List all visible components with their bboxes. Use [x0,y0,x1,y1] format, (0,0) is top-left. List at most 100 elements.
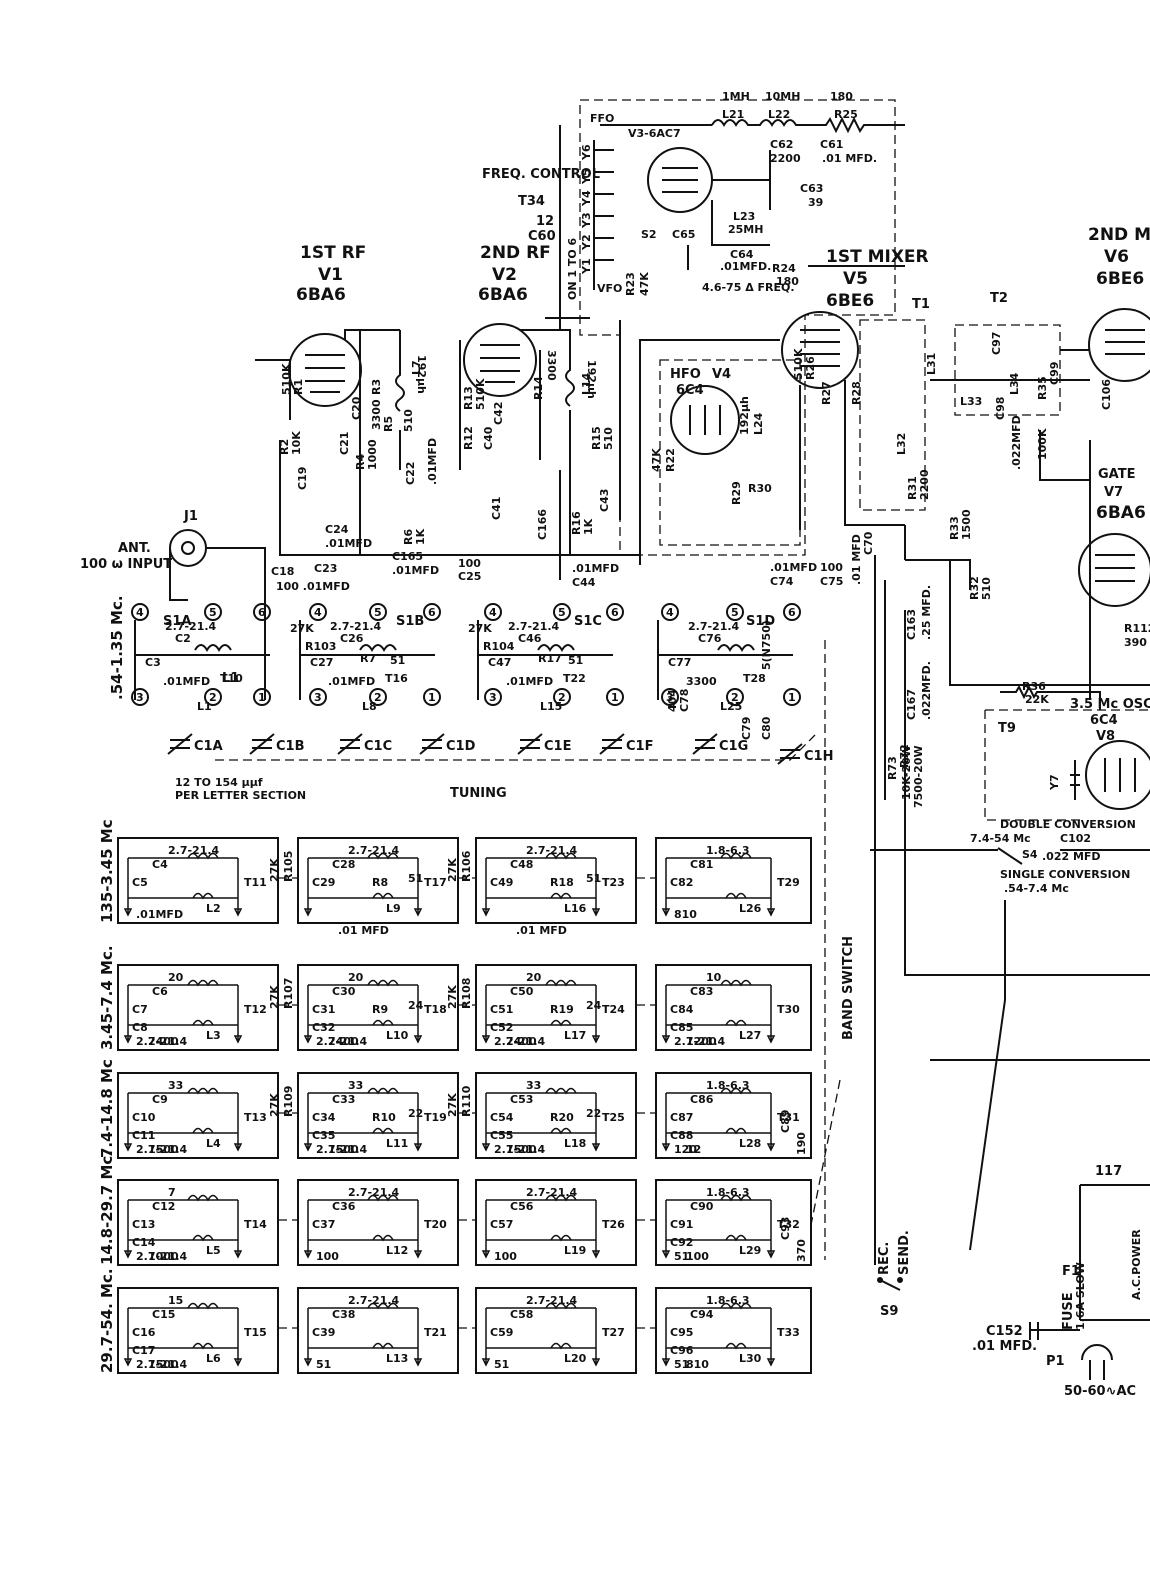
band-transformer-ref: T23 [602,876,625,889]
c167-value: .022MFD. [920,661,933,720]
band-label-0: .54-1.35 Mc. [108,595,126,700]
fuse-label: FUSE [1061,1292,1076,1330]
coil-resistor-ref: R7 [360,652,376,665]
coil-cap2-ref: C47 [488,656,511,669]
r73-value: 10K-20W [900,745,913,800]
switch-pin-circle [423,688,441,706]
band-cap-c-ref: C96 [670,1344,694,1357]
band-resistor-value: 27K [446,985,459,1009]
switch-pin-number: 4 [136,606,144,619]
band-cell-box [475,1179,637,1266]
band-transformer-ref: T17 [424,876,447,889]
band-cap-a-ref: C94 [690,1308,714,1321]
coil-inductor-ref: L25 [720,700,742,713]
y7-crystal [1070,760,1080,800]
ac-plug [1081,1344,1113,1380]
coil-cap2-value: .01MFD [163,675,210,688]
band-cell-wiring [303,984,423,1044]
l21-ref: L21 [722,108,744,121]
band-transformer-ref: T32 [777,1218,800,1231]
c44-ref: C44 [572,576,596,589]
band-transformer-ref: T29 [777,876,800,889]
band-cap-b-value: 51 [494,1358,509,1371]
rf1-tube: 6BA6 [296,285,346,305]
band-cell-wiring [661,984,776,1044]
band-cap-b-ref: C29 [312,876,335,889]
band-cap-a-value: 10 [706,971,722,984]
t9-label: T9 [998,721,1016,736]
r27-ref: R27 [820,381,833,405]
band-inductor-ref: L2 [206,902,221,915]
hfo-title: HFO [670,367,701,382]
c18-ref: C18 [271,565,294,578]
r5-ref: R5 [382,416,395,432]
coil-cap4-ref: C79 [740,717,753,740]
band-cell-wiring [303,1307,423,1367]
band-cell-coil [545,852,577,900]
switch-pin-circle [131,603,149,621]
band-cap-b-value: 2.7-21.4 [494,1035,546,1048]
mixer2-ref: V6 [1104,247,1129,267]
t9-enclosure [984,709,1150,821]
switch-pin-circle [606,688,624,706]
l34-ref: L34 [1008,372,1021,395]
band-cell-coil [367,979,399,1027]
band-cell-wiring [481,1092,601,1152]
switch-pin-number: 2 [558,691,566,704]
band-cell-box [117,1287,279,1374]
coil-cap-ref: C46 [518,632,542,645]
tuning-cap-label: C1H [804,749,833,764]
r1-value: 510K [280,363,293,395]
band-cap-a-ref: C33 [332,1093,355,1106]
band-inductor-ref: L6 [206,1352,221,1365]
crystal-bank: Y6 Y5 Y4 Y3 Y2 Y1 [580,140,614,290]
band-cell-wiring [481,1307,601,1367]
rec-label: REC. [877,1242,892,1275]
c63-value: 39 [808,196,823,209]
fuse-value: 1.6A SLOW [1074,1262,1087,1330]
band-cap-a-ref: C81 [690,858,713,871]
band-cell-coil [545,979,577,1027]
on-1-to-6: ON 1 TO 6 [566,237,579,300]
r3-value: 3300 [370,399,383,430]
r72-value: 7500-20W [912,745,925,808]
switch-pin-number: 4 [489,606,497,619]
gate-title: GATE [1098,467,1135,482]
s4-switch [870,847,1150,865]
band-inductor-ref: L17 [564,1029,586,1042]
band-transformer-ref: T33 [777,1326,800,1339]
r32-value: 510 [980,577,993,600]
band-cap-a-ref: C56 [510,1200,534,1213]
rf1-wiring [255,329,640,556]
band-cap-a-value: 1.8-6.3 [706,1294,750,1307]
band-cell-box [117,964,279,1051]
band-transformer-ref: T19 [424,1111,447,1124]
switch-pin-circle [783,603,801,621]
band-cell-coil [720,1302,752,1350]
osc-ref: V8 [1096,729,1115,744]
band-cell-coil [187,1302,219,1350]
l7-value: 192μh [415,355,428,394]
c41-ref: C41 [490,497,503,520]
switch-pin-number: 5 [374,606,382,619]
tuning-cap-label: C1C [364,739,392,754]
band-cell-coil [720,1194,752,1242]
band-transformer-ref: T27 [602,1326,625,1339]
coil-wiring [299,620,435,700]
delta-freq-label: 4.6-75 Δ FREQ. [702,281,795,294]
band-cell-wiring [661,1199,776,1259]
r73-ref: R73 [886,756,899,780]
r33-value: 1500 [960,509,973,540]
l1-label: L1 [222,671,239,686]
y7-label: Y7 [1048,774,1061,791]
r24-ref: R24 [772,262,796,275]
tuning-cap-symbol [692,733,718,755]
band-cap-c-ref: C85 [670,1021,693,1034]
r35-value: 100K [1036,428,1049,460]
band-cap-b-ref: C7 [132,1003,148,1016]
c44-value: .01MFD [572,562,619,575]
c167-ref: C167 [905,689,918,720]
band-cap-d-value: 190 [795,1132,808,1155]
band-cap-a-ref: C83 [690,985,713,998]
band-inductor-ref: L10 [386,1029,409,1042]
